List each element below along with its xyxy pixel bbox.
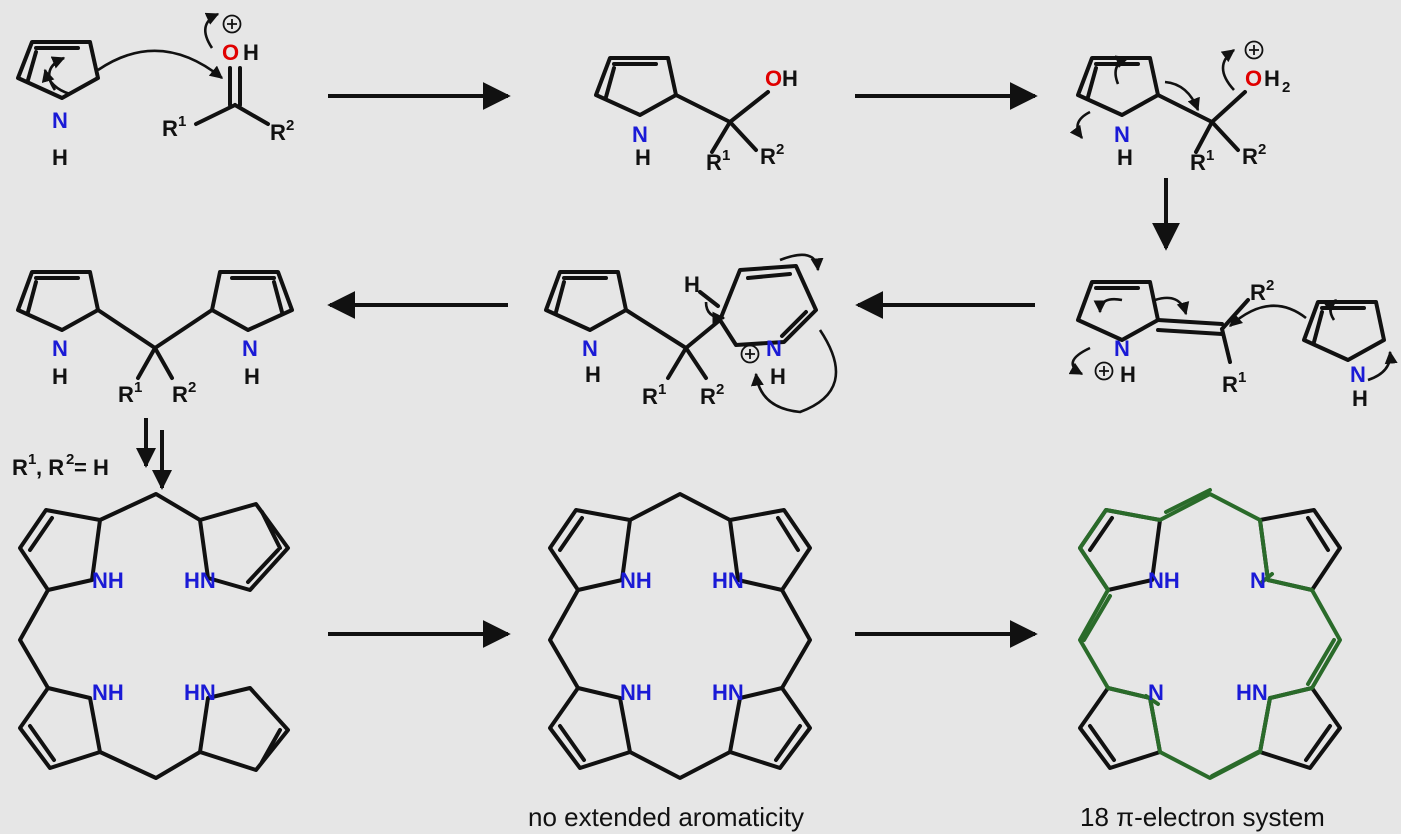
svg-text:2: 2	[716, 381, 724, 398]
svg-text:N: N	[632, 122, 648, 147]
svg-text:R: R	[118, 382, 134, 407]
pyrrole-2: N H	[1302, 298, 1398, 411]
svg-text:N: N	[52, 336, 68, 361]
svg-text:2: 2	[188, 379, 196, 396]
svg-text:1: 1	[722, 147, 730, 164]
svg-text:R: R	[642, 384, 658, 409]
svg-text:N: N	[582, 336, 598, 361]
positive-charge-icon	[222, 14, 242, 34]
svg-text:HN: HN	[1236, 680, 1268, 705]
svg-text:HN: HN	[712, 680, 744, 705]
svg-text:, R: , R	[36, 455, 64, 480]
svg-text:R: R	[760, 144, 776, 169]
svg-text:HN: HN	[184, 680, 216, 705]
svg-text:H: H	[1264, 66, 1280, 91]
svg-text:R: R	[1222, 372, 1238, 397]
svg-text:N: N	[1114, 122, 1130, 147]
svg-text:H: H	[1352, 386, 1368, 411]
svg-text:H: H	[635, 145, 651, 170]
svg-text:N: N	[1250, 568, 1266, 593]
svg-text:R: R	[1190, 150, 1206, 175]
svg-text:1: 1	[658, 381, 666, 398]
svg-text:1: 1	[178, 113, 186, 130]
svg-text:H: H	[52, 364, 68, 389]
svg-text:2: 2	[1282, 79, 1290, 96]
svg-text:R: R	[162, 116, 178, 141]
svg-text:H: H	[243, 40, 259, 65]
svg-text:NH: NH	[620, 680, 652, 705]
svg-text:N: N	[1114, 336, 1130, 361]
svg-text:1: 1	[134, 379, 142, 396]
svg-text:NH: NH	[620, 568, 652, 593]
svg-text:2: 2	[1258, 141, 1266, 158]
svg-text:HN: HN	[184, 568, 216, 593]
pyrrole-1: N H	[16, 40, 100, 170]
svg-text:H: H	[770, 364, 786, 389]
svg-text:H: H	[684, 272, 700, 297]
porphyrinogen: NH HN NH HN	[548, 492, 812, 780]
svg-text:R: R	[706, 150, 722, 175]
svg-text:R: R	[12, 455, 28, 480]
svg-text:1: 1	[28, 451, 36, 468]
svg-text:H: H	[244, 364, 260, 389]
svg-text:1: 1	[1206, 147, 1214, 164]
h-atom: H	[52, 145, 68, 170]
positive-charge-icon	[740, 344, 760, 364]
svg-text:2: 2	[286, 117, 294, 134]
svg-text:N: N	[1350, 362, 1366, 387]
svg-text:= H: = H	[74, 455, 109, 480]
svg-text:H: H	[782, 66, 798, 91]
svg-text:R: R	[270, 120, 286, 145]
svg-text:N: N	[242, 336, 258, 361]
tetrapyrrole: NH HN NH HN	[18, 492, 290, 780]
positive-charge-icon	[1244, 40, 1264, 60]
svg-text:HN: HN	[712, 568, 744, 593]
n-atom: N	[52, 108, 68, 133]
svg-text:2: 2	[1266, 277, 1274, 294]
caption-porphyrinogen: no extended aromaticity	[528, 802, 804, 832]
svg-text:R: R	[1242, 144, 1258, 169]
svg-text:2: 2	[776, 141, 784, 158]
porphyrin: NH N N HN	[1078, 488, 1342, 780]
caption-porphyrin: 18 π-electron system	[1080, 802, 1325, 832]
svg-text:R: R	[700, 384, 716, 409]
svg-text:2: 2	[66, 451, 74, 468]
svg-text:1: 1	[1238, 369, 1246, 386]
attack-arrow	[97, 49, 224, 80]
svg-text:H: H	[1120, 362, 1136, 387]
svg-text:NH: NH	[92, 568, 124, 593]
svg-text:O: O	[765, 66, 782, 91]
svg-text:NH: NH	[1148, 568, 1180, 593]
svg-text:N: N	[766, 336, 782, 361]
svg-text:H: H	[585, 362, 601, 387]
svg-text:O: O	[1245, 66, 1262, 91]
condition-label: R 1 , R 2 = H	[12, 451, 109, 480]
svg-text:N: N	[1148, 680, 1164, 705]
svg-text:R: R	[1250, 280, 1266, 305]
svg-text:R: R	[172, 382, 188, 407]
positive-charge-icon	[1094, 361, 1114, 381]
svg-text:NH: NH	[92, 680, 124, 705]
o-atom: O	[222, 40, 239, 65]
attack-arrow-2	[1229, 304, 1307, 327]
svg-text:H: H	[1117, 145, 1133, 170]
